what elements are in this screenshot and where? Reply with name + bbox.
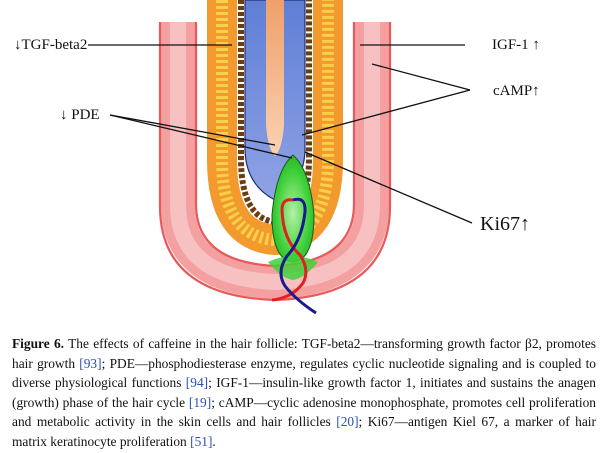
caption-text-3: ; IGF-1—insulin-like growth factor 1, in…: [12, 375, 596, 410]
hair-follicle-diagram: [88, 0, 473, 315]
citation-19[interactable]: [19]: [188, 394, 212, 410]
label-igf-1: IGF-1 ↑: [492, 37, 540, 53]
citation-51[interactable]: [51]: [190, 433, 213, 449]
caption-text-5: ; Ki67—antigen Kiel 67, a marker of hair…: [12, 414, 596, 449]
leader-lines: [88, 44, 473, 224]
caption-text-4: ; cAMP—cyclic adenosine monophosphate, p…: [12, 394, 596, 430]
blue-vessel: [279, 197, 317, 315]
label-tgf-beta2: ↓TGF-beta2: [14, 37, 88, 53]
caption-text-6: .: [212, 433, 216, 449]
label-ki67: Ki67↑: [480, 213, 530, 235]
label-camp: cAMP↑: [493, 83, 540, 99]
caption-text-1: The effects of caffeine in the hair foll…: [12, 336, 597, 371]
citation-20[interactable]: [20]: [336, 414, 359, 430]
figure-caption: Figure 6. The effects of caffeine in the…: [12, 334, 596, 452]
caption-text-2: ; PDE—phosphodiesterase enzyme, regulate…: [12, 355, 597, 391]
figure-number: Figure 6.: [12, 336, 65, 351]
hair-medulla: [266, 0, 284, 156]
citation-94[interactable]: [94]: [185, 375, 209, 391]
citation-93[interactable]: [93]: [79, 355, 102, 371]
red-vessel: [271, 198, 308, 302]
label-pde: ↓ PDE: [60, 107, 100, 123]
